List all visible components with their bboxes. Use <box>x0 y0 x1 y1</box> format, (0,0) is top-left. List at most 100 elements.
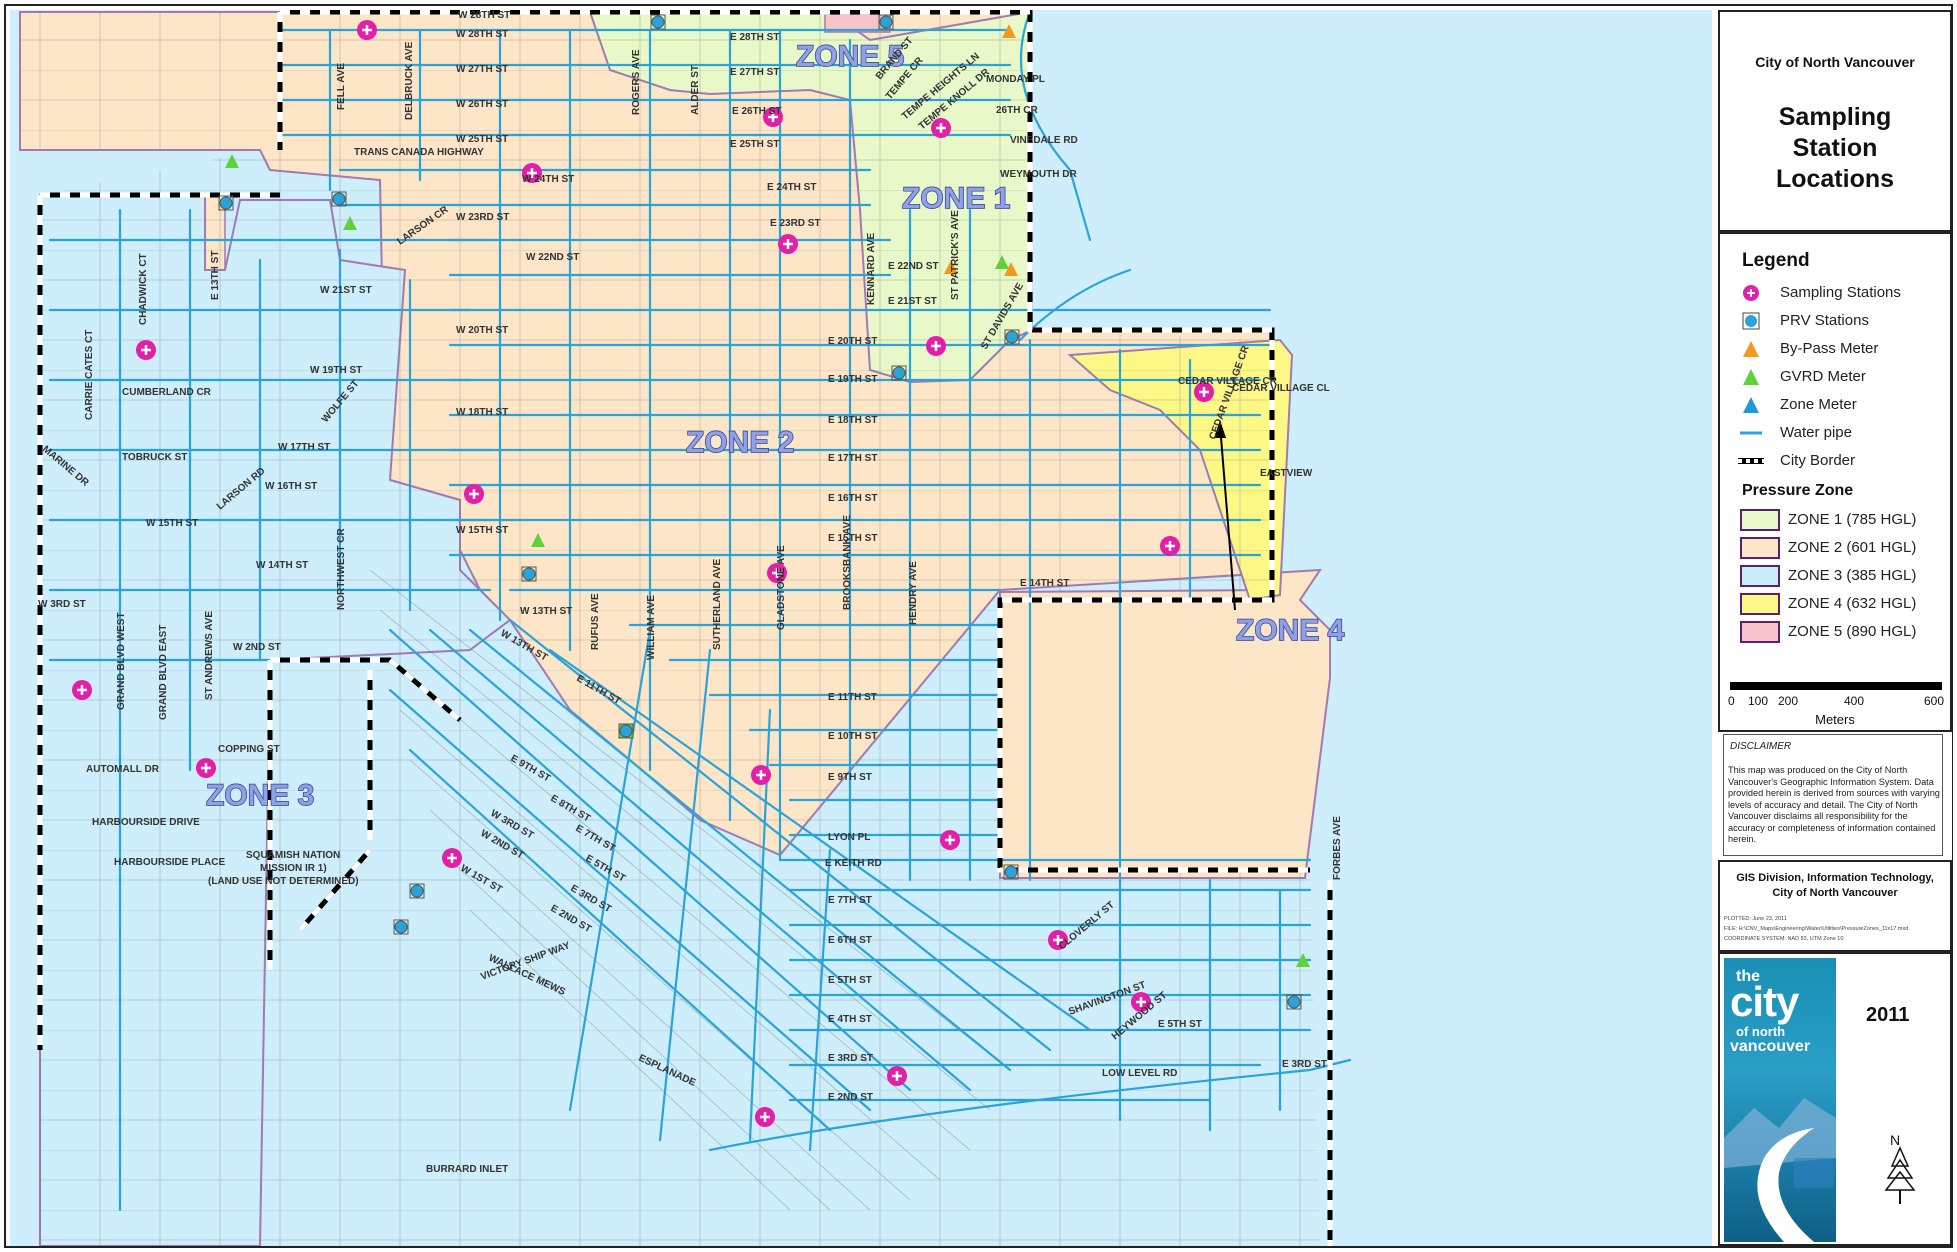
svg-text:E 7TH ST: E 7TH ST <box>828 895 872 906</box>
city-border-icon <box>1738 458 1764 464</box>
svg-text:W 3RD ST: W 3RD ST <box>38 599 86 610</box>
zone-4-arrowhead <box>1214 420 1226 438</box>
svg-text:W 25TH ST: W 25TH ST <box>456 134 508 145</box>
svg-text:E 3RD ST: E 3RD ST <box>1282 1059 1327 1070</box>
legend-label: City Border <box>1780 452 1856 469</box>
svg-text:MONDAY PL: MONDAY PL <box>986 74 1045 85</box>
svg-text:ST ANDREWS AVE: ST ANDREWS AVE <box>204 611 215 700</box>
svg-text:E 9TH ST: E 9TH ST <box>828 772 872 783</box>
sampling-station-icon <box>755 1107 775 1127</box>
prv-station-icon <box>331 191 347 207</box>
zone-label: ZONE 4 <box>1236 614 1345 647</box>
legend-label: Water pipe <box>1780 424 1852 441</box>
map-title: Sampling Station Locations <box>1720 102 1950 195</box>
svg-text:W 15TH ST: W 15TH ST <box>146 518 198 529</box>
svg-text:W 2ND ST: W 2ND ST <box>233 642 281 653</box>
gvrd-meter-icon <box>225 154 239 168</box>
sampling-station-icon <box>926 336 946 356</box>
svg-text:E 5TH ST: E 5TH ST <box>1158 1019 1202 1030</box>
credits-line-1: GIS Division, Information Technology, <box>1736 872 1934 884</box>
water-pipe-icon <box>1740 431 1762 435</box>
scale-tick: 200 <box>1778 694 1799 708</box>
legend-panel: Legend Sampling Stations PRV Stations By… <box>1718 232 1952 732</box>
prv-station-icon <box>218 195 234 211</box>
svg-text:E 11TH ST: E 11TH ST <box>828 692 877 703</box>
coordinate-system: COORDINATE SYSTEM: NAD 83, UTM Zone 10 <box>1724 936 1844 942</box>
svg-text:W 15TH ST: W 15TH ST <box>456 525 508 536</box>
svg-text:SQUAMISH NATION: SQUAMISH NATION <box>246 850 340 861</box>
svg-text:LOW LEVEL RD: LOW LEVEL RD <box>1102 1068 1177 1079</box>
svg-text:W 23RD ST: W 23RD ST <box>456 212 509 223</box>
zone-label: ZONE 2 <box>686 426 794 459</box>
bypass-meter-icon <box>1002 24 1016 38</box>
scale-bar <box>1730 682 1942 690</box>
svg-text:LYON PL: LYON PL <box>828 832 870 843</box>
gvrd-meter-icon <box>995 255 1009 269</box>
svg-text:DELBRUCK AVE: DELBRUCK AVE <box>404 41 415 120</box>
gvrd-meters[interactable] <box>225 154 1310 967</box>
zone-label-legend: ZONE 2 (601 HGL) <box>1788 539 1917 556</box>
svg-text:E 15TH ST: E 15TH ST <box>828 533 877 544</box>
zone-label: ZONE 3 <box>206 779 314 812</box>
sampling-stations[interactable] <box>72 20 1214 1127</box>
bypass-meters[interactable] <box>944 24 1018 276</box>
title-panel: City of North Vancouver Sampling Station… <box>1718 10 1952 232</box>
sampling-station-icon <box>778 234 798 254</box>
diagonal-street-grid <box>369 569 1011 1211</box>
svg-text:HARBOURSIDE PLACE: HARBOURSIDE PLACE <box>114 857 225 868</box>
pressure-zone-map[interactable]: ZONE 5 ZONE 1 ZONE 2 ZONE 4 ZONE 3 W 28T… <box>10 10 1712 1246</box>
map-title-line: Sampling <box>1778 103 1892 131</box>
prv-stations[interactable] <box>218 14 1302 1010</box>
sampling-station-icon <box>442 848 462 868</box>
legend-label: Zone Meter <box>1780 396 1857 413</box>
street-grid <box>20 12 1320 1246</box>
plotted-date: PLOTTED: June 23, 2011 <box>1724 916 1787 922</box>
sampling-station-icon <box>357 20 377 40</box>
prv-station-icon <box>1003 864 1019 880</box>
disclaimer-text: This map was produced on the City of Nor… <box>1728 765 1940 844</box>
svg-text:W 26TH ST: W 26TH ST <box>456 99 508 110</box>
svg-text:E 14TH ST: E 14TH ST <box>1020 578 1069 589</box>
logo-panel: the city of north vancouver 2011 N <box>1718 952 1952 1246</box>
svg-text:KENNARD AVE: KENNARD AVE <box>866 232 877 305</box>
zone-1-swatch <box>1740 509 1780 531</box>
prv-station-icon <box>650 14 666 30</box>
svg-text:W 20TH ST: W 20TH ST <box>456 325 508 336</box>
legend-label: Sampling Stations <box>1780 284 1901 301</box>
svg-text:E 4TH ST: E 4TH ST <box>828 1014 872 1025</box>
svg-text:E 23RD ST: E 23RD ST <box>770 218 821 229</box>
svg-text:CARRIE CATES CT: CARRIE CATES CT <box>84 330 95 420</box>
svg-text:E KEITH RD: E KEITH RD <box>825 858 882 869</box>
prv-station-icon <box>393 919 409 935</box>
zone-meter-icon <box>1743 397 1759 413</box>
svg-text:FELL AVE: FELL AVE <box>336 63 347 110</box>
svg-text:E 24TH ST: E 24TH ST <box>767 182 816 193</box>
svg-text:BROOKSBANK AVE: BROOKSBANK AVE <box>842 515 853 610</box>
svg-text:E 20TH ST: E 20TH ST <box>828 336 877 347</box>
svg-text:SUTHERLAND AVE: SUTHERLAND AVE <box>712 559 723 650</box>
zone-3-swatch <box>1740 565 1780 587</box>
sampling-station-icon <box>767 563 787 583</box>
north-label: N <box>1890 1132 1901 1148</box>
sampling-station-icon <box>522 163 542 183</box>
legend-title: Legend <box>1742 250 1810 271</box>
prv-station-icon <box>1286 994 1302 1010</box>
scale-tick: 0 <box>1728 694 1735 708</box>
gvrd-meter-icon <box>531 533 545 547</box>
sampling-station-icon <box>1160 536 1180 556</box>
sampling-station-icon <box>1048 930 1068 950</box>
map-year: 2011 <box>1866 1004 1910 1026</box>
street-labels: W 28TH ST W 28TH ST W 27TH ST W 26TH ST … <box>38 10 1330 1175</box>
svg-text:W 18TH ST: W 18TH ST <box>456 407 508 418</box>
svg-text:E 5TH ST: E 5TH ST <box>828 975 872 986</box>
water-pipe-network <box>48 10 1352 1212</box>
svg-text:CUMBERLAND CR: CUMBERLAND CR <box>122 387 212 398</box>
credits-panel: GIS Division, Information Technology, Ci… <box>1718 860 1952 952</box>
svg-text:W 17TH ST: W 17TH ST <box>278 442 330 453</box>
svg-text:W 28TH ST: W 28TH ST <box>456 29 508 40</box>
north-arrow-icon <box>1884 1146 1916 1204</box>
svg-text:E 10TH ST: E 10TH ST <box>828 731 877 742</box>
zone-4-swatch <box>1740 593 1780 615</box>
scale-tick: 100 <box>1748 694 1769 708</box>
svg-text:WEYMOUTH DR: WEYMOUTH DR <box>1000 169 1077 180</box>
